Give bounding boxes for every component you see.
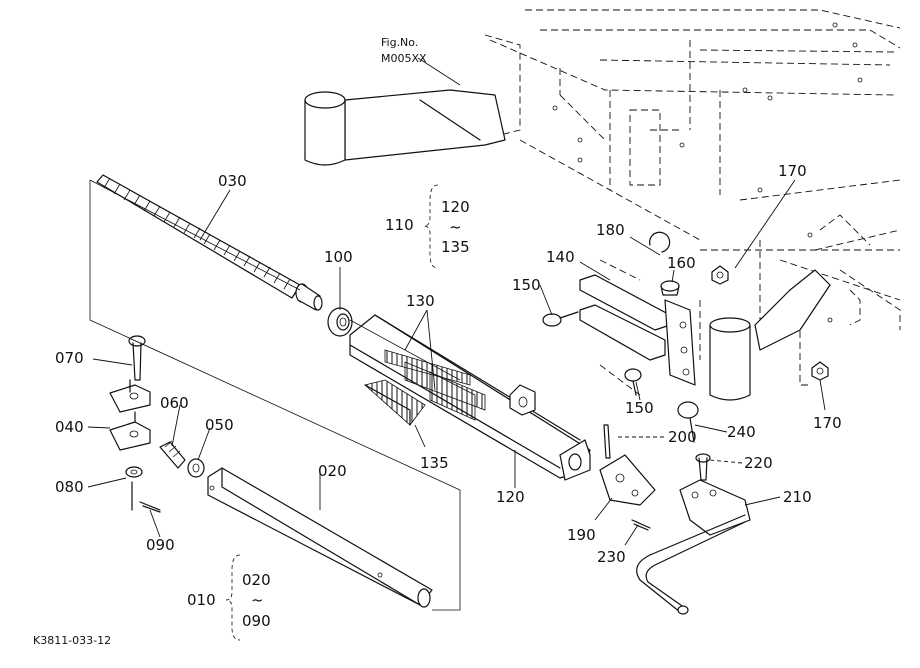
label-160: 160 [667,254,696,272]
label-170-top: 170 [778,162,807,180]
bolt-150-top [542,311,579,327]
label-030: 030 [218,172,247,190]
drawing-id: K3811-033-12 [33,634,111,647]
label-220: 220 [744,454,773,472]
cotter-pin-090 [131,481,161,513]
washer-080 [125,466,143,478]
bracket-140 [579,274,696,386]
label-110-range-bottom: 135 [441,238,470,256]
square-tube-020 [207,467,433,608]
ring-pin-240 [677,401,699,443]
label-100: 100 [324,248,353,266]
label-010: 010 [187,591,216,609]
bolt-160 [660,280,680,296]
label-135: 135 [420,454,449,472]
label-170-bottom: 170 [813,414,842,432]
label-230: 230 [597,548,626,566]
label-210: 210 [783,488,812,506]
leader-lines [87,57,826,546]
label-140: 140 [546,248,575,266]
nut-170-top [711,265,729,285]
pin-200 [603,424,611,459]
label-010-range-top: 020 [242,571,271,589]
bearing-100 [327,307,353,337]
left-pivot-arm [304,89,506,166]
snap-ring-180 [649,231,671,253]
label-240: 240 [727,423,756,441]
label-190: 190 [567,526,596,544]
nut-housing-120 [349,314,591,481]
bracket-190 [599,454,656,506]
label-130: 130 [406,292,435,310]
label-150-top: 150 [512,276,541,294]
bolt-060 [159,440,186,469]
label-110-range-top: 120 [441,198,470,216]
label-200: 200 [668,428,697,446]
pin-070 [128,335,146,381]
fig-no-label: Fig.No. [381,36,418,49]
label-180: 180 [596,221,625,239]
label-120: 120 [496,488,525,506]
mower-frame [479,9,901,396]
range-bracket-110 [423,184,439,269]
label-060: 060 [160,394,189,412]
label-050: 050 [205,416,234,434]
plate-040 [109,379,151,451]
right-pivot-arm [709,269,831,401]
nut-170-bottom [811,361,829,381]
label-080: 080 [55,478,84,496]
label-010-range-tilde: ~ [251,591,264,609]
label-010-range-bottom: 090 [242,612,271,630]
label-110: 110 [385,216,414,234]
range-bracket-010 [225,554,241,641]
washer-050 [187,458,205,478]
label-040: 040 [55,418,84,436]
label-110-range-tilde: ~ [449,218,462,236]
label-020: 020 [318,462,347,480]
fig-no-value: M005XX [381,52,427,65]
cotter-pin-230 [631,519,651,531]
label-070: 070 [55,349,84,367]
figure-reference: Fig.No. M005XX [381,36,427,65]
label-090: 090 [146,536,175,554]
bolt-150-bottom [624,368,642,396]
pin-220 [695,453,711,481]
crank-handle-210 [636,479,751,615]
label-150-bottom: 150 [625,399,654,417]
assembly-outline [89,179,461,611]
